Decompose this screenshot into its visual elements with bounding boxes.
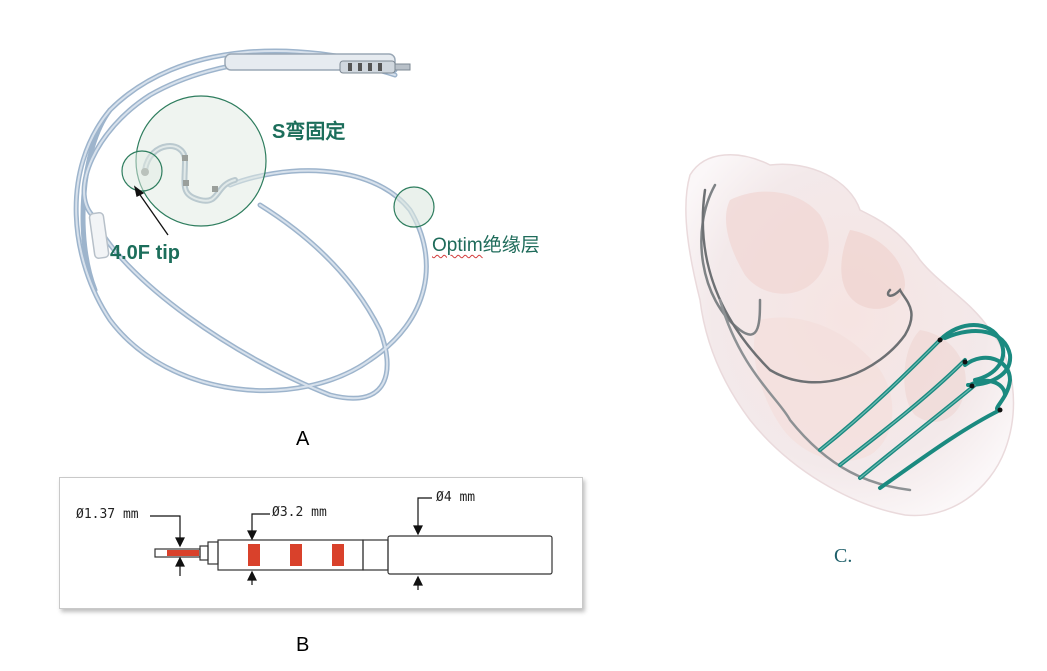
tip-pointer-arrow: [133, 185, 169, 236]
insulation-callout-circle: [393, 186, 435, 228]
gray-lead-3: [718, 298, 912, 492]
panel-a-label: A: [296, 428, 310, 450]
body-diameter-label: Ø4 mm: [436, 490, 476, 505]
heart-silhouette: [685, 154, 1015, 517]
tip-callout-circle: [121, 150, 163, 192]
lead-connector: [224, 53, 411, 74]
dimension-arrows: [150, 497, 432, 590]
tip-size-label: 4.0F tip: [110, 242, 181, 264]
lead-tip-markers: [937, 337, 1003, 413]
suture-sleeve: [88, 212, 110, 259]
insulation-layer-label: Optim绝缘层: [432, 230, 540, 257]
main-body-outline: [387, 535, 553, 575]
s-curve-fixation-label: S弯固定: [272, 121, 346, 143]
electrode-bands: [167, 544, 344, 566]
tip-diameter-label: Ø1.37 mm: [76, 507, 139, 522]
insulation-brand-word: Optim: [432, 235, 483, 256]
gray-lead-2: [701, 188, 913, 384]
panel-c-label: C.: [834, 545, 853, 567]
insulation-layer-text: 绝缘层: [482, 235, 540, 256]
ring-diameter-label: Ø3.2 mm: [272, 505, 327, 520]
panel-b-label: B: [296, 634, 310, 656]
panel-b-drawing-frame: [59, 477, 583, 609]
